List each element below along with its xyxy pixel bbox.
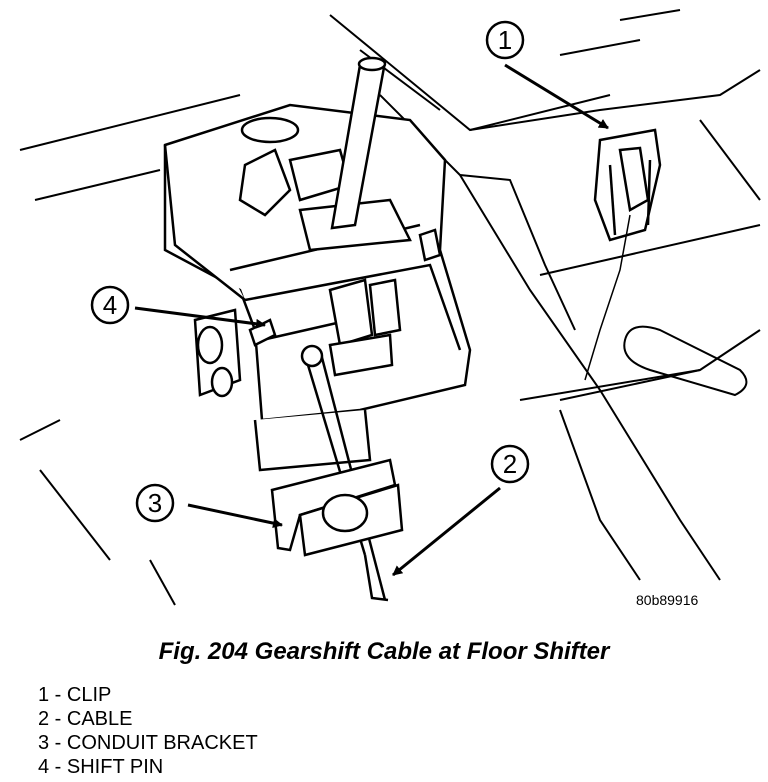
legend-item-clip: 1 - CLIP: [38, 684, 112, 706]
figure-caption: Fig. 204 Gearshift Cable at Floor Shifte…: [158, 638, 610, 665]
callout-2: 2: [490, 444, 530, 484]
callout-1: 1: [485, 20, 525, 60]
callout-3-number: 3: [148, 488, 162, 518]
callout-4-arrow: [134, 306, 266, 329]
legend-item-cable: 2 - CABLE: [38, 708, 133, 730]
figure-image-id: 80b89916: [636, 592, 699, 608]
floor-console-outline: [19, 9, 761, 606]
callout-4-number: 4: [103, 290, 117, 320]
callout-2-arrow: [392, 486, 501, 577]
callout-1-arrow: [504, 63, 609, 130]
legend-item-conduit-bracket: 3 - CONDUIT BRACKET: [38, 732, 258, 754]
gear-lever: [330, 56, 387, 230]
legend-item-shift-pin: 4 - SHIFT PIN: [38, 756, 164, 778]
callout-2-number: 2: [503, 449, 517, 479]
callout-3: 3: [135, 483, 175, 523]
callout-3-arrow: [187, 503, 283, 529]
shifter-housing: [163, 103, 472, 472]
callout-1-number: 1: [498, 25, 512, 55]
conduit-bracket-part: [270, 458, 404, 557]
callout-4: 4: [90, 285, 130, 325]
clip-part: [593, 128, 662, 242]
clip-dashed-line: [584, 214, 631, 381]
shifter-line-drawing: 1 2 3 4: [19, 9, 761, 606]
parts-legend: 1 - CLIP 2 - CABLE 3 - CONDUIT BRACKET 4…: [38, 683, 258, 779]
